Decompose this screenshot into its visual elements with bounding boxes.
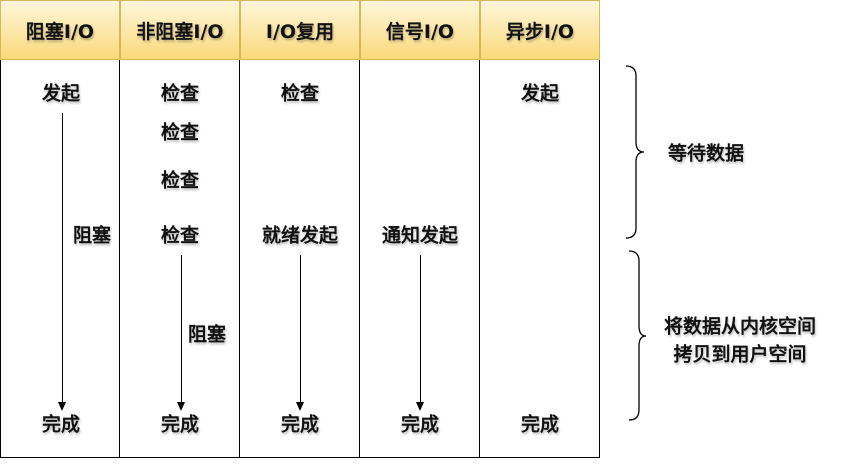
multiplexing-arrow (296, 255, 304, 411)
phase-copy-label-line2: 拷贝到用户空间 (673, 343, 807, 366)
column-nonblocking (120, 60, 240, 458)
wait-brace-icon (625, 65, 645, 239)
nonblocking-check: 检查 (160, 224, 200, 247)
nonblocking-block-label: 阻塞 (187, 323, 227, 346)
header-async-io: 异步I/O (480, 0, 600, 60)
async-start: 发起 (520, 82, 560, 105)
multiplexing-check: 检查 (280, 82, 320, 105)
signal-notify: 通知发起 (381, 224, 459, 247)
phase-wait-label: 等待数据 (667, 142, 745, 165)
column-multiplexing (240, 60, 360, 458)
column-signal (360, 60, 480, 458)
blocking-start: 发起 (41, 82, 81, 105)
nonblocking-check: 检查 (160, 121, 200, 144)
blocking-arrow (58, 113, 66, 411)
header-signal-io: 信号I/O (360, 0, 480, 60)
nonblocking-check: 检查 (160, 82, 200, 105)
nonblocking-arrow (177, 255, 185, 411)
header-nonblocking-io: 非阻塞I/O (120, 0, 240, 60)
column-async (480, 60, 600, 458)
blocking-block-label: 阻塞 (72, 224, 112, 247)
signal-arrow (416, 255, 424, 411)
multiplexing-done: 完成 (280, 413, 320, 436)
signal-done: 完成 (400, 413, 440, 436)
blocking-done: 完成 (41, 413, 81, 436)
header-io-multiplexing: I/O复用 (240, 0, 360, 60)
multiplexing-ready: 就绪发起 (261, 224, 339, 247)
copy-brace-icon (628, 250, 647, 421)
column-blocking (0, 60, 120, 458)
async-done: 完成 (520, 413, 560, 436)
nonblocking-check: 检查 (160, 169, 200, 192)
phase-copy-label-line1: 将数据从内核空间 (663, 315, 817, 338)
header-blocking-io: 阻塞I/O (0, 0, 120, 60)
nonblocking-done: 完成 (160, 413, 200, 436)
